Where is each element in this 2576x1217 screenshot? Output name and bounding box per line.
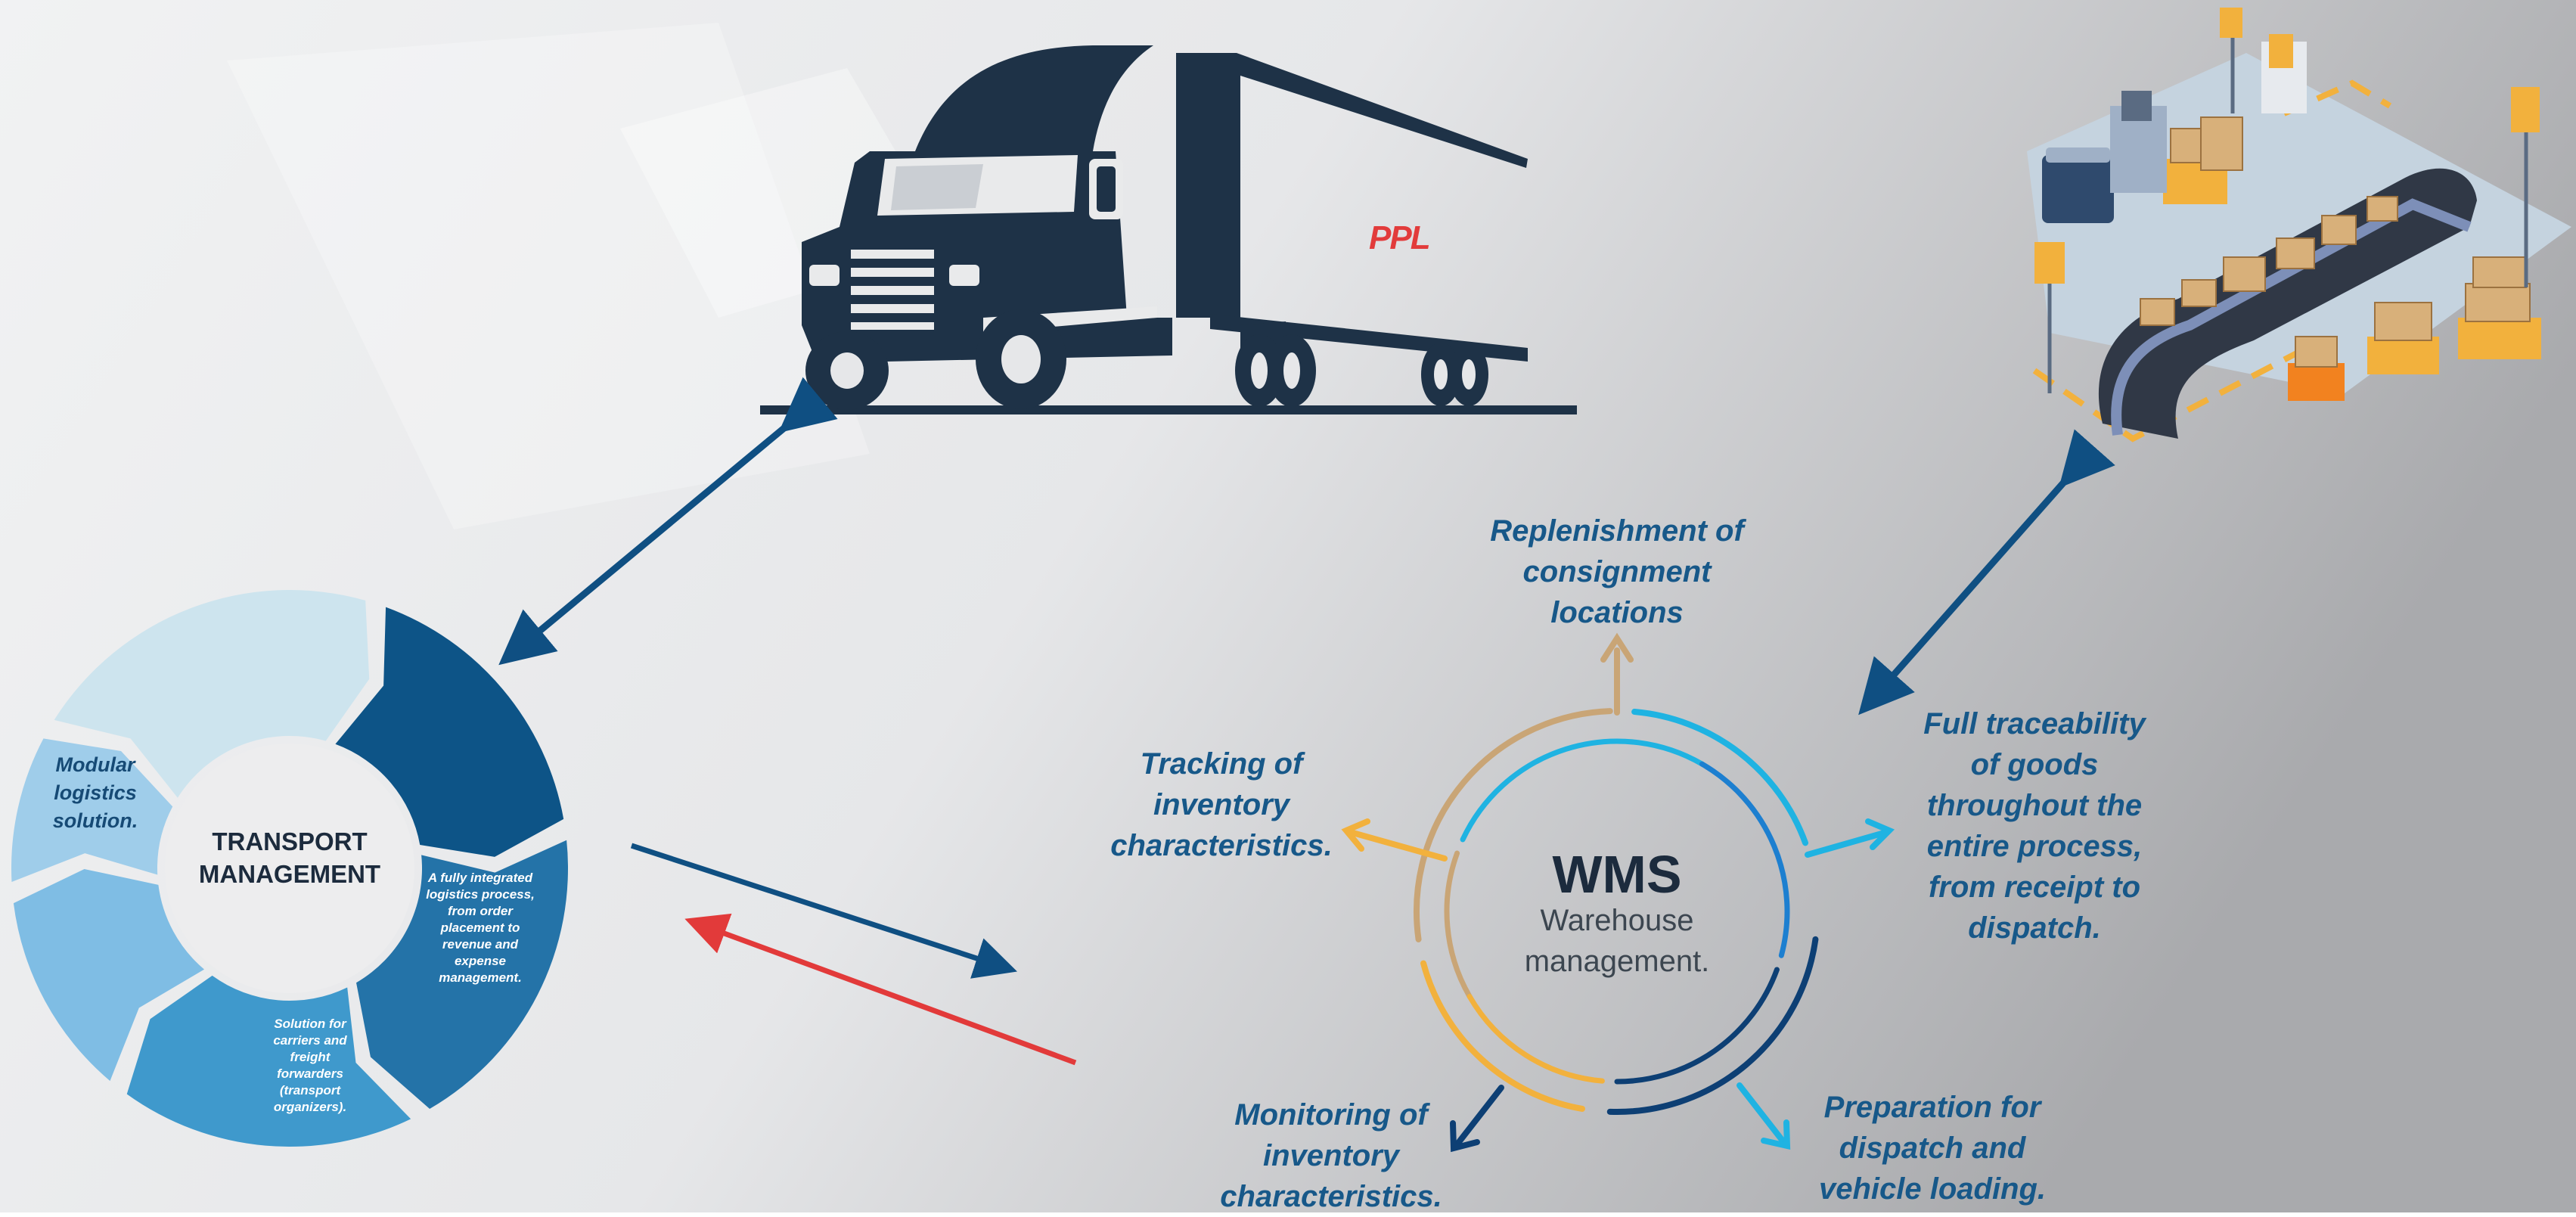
floor-marking xyxy=(2032,345,2308,442)
floor-marking xyxy=(2283,79,2392,116)
arrow-tracking xyxy=(1347,829,1448,862)
wms-inner-arc-navy xyxy=(1614,967,1780,1085)
wheel-hub xyxy=(1283,352,1300,389)
side-mirror-inner xyxy=(1097,166,1116,212)
wms-inner-arc-cyan xyxy=(1460,738,1705,843)
wms-inner-arc-orange xyxy=(1466,994,1605,1084)
wms-arc-cyan xyxy=(1631,709,1809,846)
transport-to-wms-arrow xyxy=(630,843,1017,979)
transport-cycle xyxy=(11,590,568,1147)
wms-inner-arc-tan xyxy=(1444,850,1473,999)
transport-center-disc xyxy=(165,744,414,993)
transport-segment xyxy=(356,840,568,1110)
label-traceability: Full traceability of goods throughout th… xyxy=(1923,707,2146,945)
wms-arc-navy xyxy=(1606,936,1819,1115)
transport-segment xyxy=(335,607,564,857)
wheel-hub xyxy=(1251,352,1268,389)
arrowhead-tracking xyxy=(1341,818,1370,852)
wms-to-transport-arrow xyxy=(684,913,1077,1066)
label-monitoring: Monitoring of inventory characteristics. xyxy=(1220,1098,1442,1213)
segment-modular-text: Modular logistics solution. xyxy=(52,753,138,832)
warehouse-wms-link-arrow xyxy=(1858,429,2115,716)
pallet-stack xyxy=(2163,116,2541,401)
arrow-preparation xyxy=(1736,1082,1788,1147)
wms-inner-arc-blue xyxy=(1699,761,1790,958)
windshield xyxy=(877,155,1078,216)
grille xyxy=(851,250,934,330)
road-line xyxy=(760,405,1577,414)
wheel-hub xyxy=(1001,335,1041,383)
transport-segment xyxy=(13,868,205,1082)
conveyor-belt xyxy=(2098,168,2477,439)
wheel-hub xyxy=(1462,359,1476,390)
wms-subtitle: Warehouse management. xyxy=(1524,904,1710,978)
transport-segment xyxy=(126,975,411,1147)
arrow-monitoring xyxy=(1453,1085,1504,1149)
trailer-front-wall xyxy=(1176,53,1528,318)
cab-roof xyxy=(915,45,1153,151)
wheel-hub xyxy=(1434,359,1448,390)
wms-arc-tan xyxy=(1414,708,1613,942)
warehouse-machine xyxy=(2042,155,2114,223)
conveyor-rail xyxy=(2111,198,2472,436)
wms-arc-orange xyxy=(1420,960,1585,1112)
label-replenishment: Replenishment of consignment locations xyxy=(1490,514,1744,629)
truck-transport-link-arrow xyxy=(498,377,838,666)
segment-carriers-text: Solution for carriers and freight forwar… xyxy=(273,1017,347,1114)
truck-brand-mark: PPL xyxy=(1369,219,1431,256)
headlight xyxy=(949,265,979,286)
robot-arm xyxy=(2269,34,2293,68)
segment-integrated-text: A fully integrated logistics process, fr… xyxy=(426,871,535,985)
label-preparation: Preparation for dispatch and vehicle loa… xyxy=(1818,1091,2047,1206)
arrowhead-monitoring xyxy=(1450,1120,1480,1153)
wms-title: WMS xyxy=(1552,845,1682,904)
headlight xyxy=(809,265,840,286)
transport-segment xyxy=(54,590,370,798)
windshield-shade xyxy=(891,164,983,210)
wms-cycle xyxy=(1341,632,1895,1153)
arrowhead-traceability xyxy=(1865,818,1895,850)
warehouse-illustration xyxy=(2027,8,2571,442)
label-tracking: Tracking of inventory characteristics. xyxy=(1110,747,1333,862)
transport-segment xyxy=(11,738,173,882)
arrow-traceability xyxy=(1805,829,1890,858)
transport-center-title: TRANSPORT MANAGEMENT xyxy=(198,827,381,888)
warehouse-signs xyxy=(2034,8,2540,393)
wheel-hub xyxy=(830,352,864,389)
warehouse-machine-top xyxy=(2046,147,2110,163)
scanner-screen xyxy=(2121,91,2152,121)
conveyor-boxes xyxy=(2140,196,2398,326)
arrowhead-preparation xyxy=(1761,1119,1791,1150)
arrowhead-replenishment xyxy=(1600,632,1634,663)
